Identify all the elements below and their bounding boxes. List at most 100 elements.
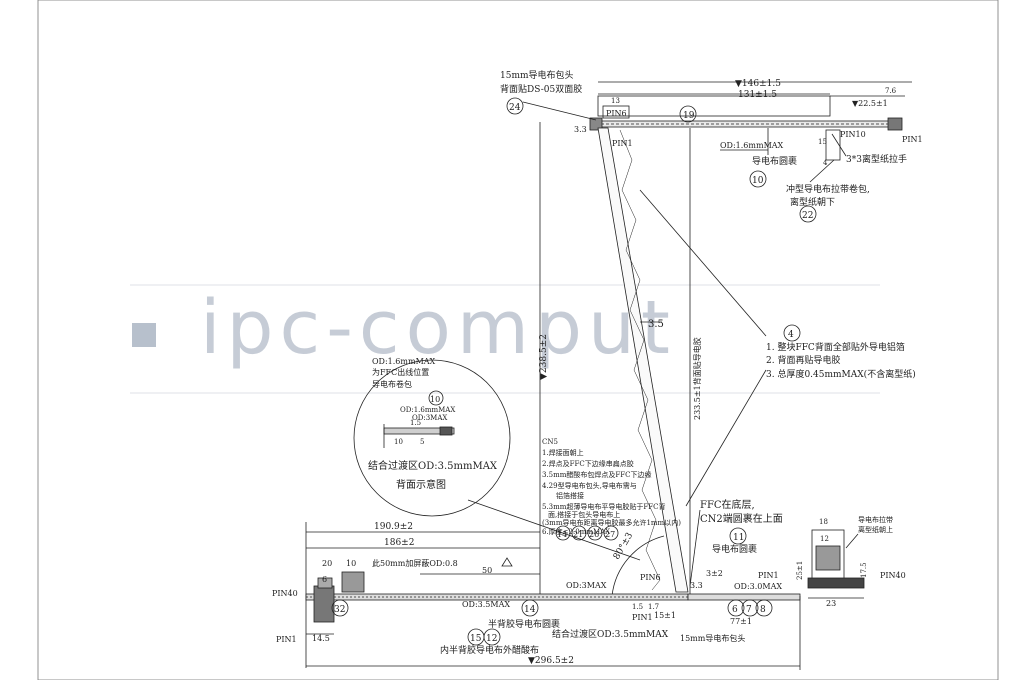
circle-19 — [679, 105, 697, 123]
cn-note-4: 4.29型导电布包头,导电布需与 — [542, 481, 637, 490]
cn-circle-27 — [603, 525, 619, 541]
head-label-line1: 15mm导电布包头 — [500, 69, 574, 81]
circle-32-label: 32 — [334, 605, 345, 615]
detail-dim-10: 10 — [394, 438, 403, 446]
cn-circle-14 — [555, 525, 571, 541]
dim-233-5: 233.5±1背面贴导电胶 — [692, 337, 702, 420]
dim-20: 20 — [322, 559, 332, 568]
detail-circle — [353, 359, 511, 517]
cn-circle-21-label: 21 — [573, 530, 583, 539]
dim-131: 131±1.5 — [738, 90, 777, 100]
detail-od3: OD:3MAX — [412, 414, 447, 422]
border-frame — [37, 0, 999, 680]
dim-296-5: ▼296.5±2 — [528, 656, 574, 666]
od-1-6-top: OD:1.6mmMAX — [720, 141, 784, 150]
right-connector-body — [815, 545, 841, 571]
od-3mm: OD:3.0MAX — [734, 582, 782, 591]
leader-note-4 — [639, 189, 767, 337]
left-connector-top — [317, 577, 333, 589]
cn-note-3: 3.5mm醋酸布包焊点及FFC下边缘 — [542, 470, 651, 479]
left-connector — [313, 585, 335, 623]
circle-14-bottom — [521, 599, 539, 617]
circle-10-top-label: 10 — [752, 176, 764, 186]
cn-circle-27-label: 27 — [605, 530, 615, 539]
transition-label: 结合过渡区OD:3.5mmMAX — [552, 628, 669, 640]
detail-wrap: 导电布卷包 — [372, 379, 412, 389]
dim-12: 12 — [820, 535, 829, 543]
slant-ffc-zigzag — [619, 129, 661, 591]
leader-ffc-layer — [689, 509, 701, 587]
od-3max-mid: OD:3MAX — [566, 581, 607, 590]
dim-1-5: 1.5 — [632, 603, 643, 611]
pin6-top: PIN6 — [606, 109, 627, 118]
watermark-text: ipc-comput — [200, 285, 676, 371]
circle-8-label: 8 — [760, 605, 766, 615]
cn-note-4b: 铝箔搭接 — [556, 491, 584, 500]
detail-dim-1-5: 1.5 — [410, 419, 421, 427]
dim-190-9: 190.9±2 — [374, 522, 413, 532]
dim-14-5: 14.5 — [312, 634, 330, 643]
note-line-1: 1. 整块FFC背面全部贴外导电铝箔 — [766, 341, 905, 353]
leader-note-4b — [685, 369, 767, 507]
cn-circle-14-label: 14 — [557, 530, 567, 539]
circle-15-label: 15 — [470, 634, 482, 644]
cn-circle-26-label: 26 — [589, 530, 599, 539]
circle-4-label: 4 — [788, 330, 794, 340]
detail-back: 背面示意图 — [396, 478, 446, 491]
pin1-left: PIN1 — [276, 635, 297, 644]
circle-8 — [755, 599, 773, 617]
cn-circle-26 — [587, 525, 603, 541]
detail-transition: 结合过渡区OD:3.5mmMAX — [368, 459, 498, 472]
dim-22-5: ▼22.5±1 — [852, 99, 888, 108]
cn-note-5c: (3mm导电布距离导电胶最多允许1mm以内) — [542, 518, 681, 527]
dim-3-5: 3.5 — [648, 319, 664, 330]
leader-pull-tab — [831, 133, 847, 157]
dim-3-2: 3±2 — [706, 569, 723, 578]
shield-note: 此50mm加屏蔽OD:0.8 — [372, 558, 458, 568]
top-left-connector — [589, 117, 603, 131]
cn-circle-21 — [571, 525, 587, 541]
dim-4-top: 4 — [823, 159, 828, 167]
circle-7 — [741, 599, 759, 617]
dim-3-3-left: 3.3 — [574, 125, 587, 134]
circle-6 — [727, 599, 745, 617]
inner-tape-label: 内半背胶导电布外醋酸布 — [440, 644, 539, 656]
detail-od: OD:1.6mmMAX — [372, 357, 436, 366]
dim-10: 10 — [346, 559, 356, 568]
ffc-layer-2: CN2端圆裹在上面 — [700, 512, 783, 525]
circle-19-label: 19 — [683, 111, 695, 121]
bottom-ffc-right-strip — [687, 593, 801, 601]
dim-186: 186±2 — [384, 538, 414, 548]
pin6-mid: PIN6 — [640, 573, 661, 582]
pin1-top: PIN1 — [612, 139, 633, 148]
cn-note-2: 2.焊点及FFC下边缘串扁点胶 — [542, 459, 634, 468]
circle-12 — [483, 628, 501, 646]
pin1-mid: PIN1 — [758, 571, 779, 580]
cn-note-5: 5.3mm超薄导电布平导电胶贴于FFC背 — [542, 502, 665, 511]
detail-dim-5: 5 — [420, 438, 424, 446]
dim-1-7: 1.7 — [648, 603, 659, 611]
dim-50: 50 — [482, 566, 492, 575]
dim-17-5: 17.5 — [860, 562, 868, 578]
dim-15-1: 15±1 — [654, 611, 676, 620]
leader-right-conn — [845, 533, 859, 549]
circle-10-top — [749, 170, 767, 188]
top-right-connector — [887, 117, 903, 131]
right-connector-base — [807, 577, 865, 589]
leader-detail — [467, 499, 641, 561]
pin40-right: PIN40 — [880, 571, 906, 580]
dim-25: 25±1 — [796, 561, 804, 580]
right-conn-note-1: 导电布拉带 — [858, 515, 893, 524]
circle-22 — [799, 205, 817, 223]
pin40-left: PIN40 — [272, 589, 298, 598]
punch-line1: 冲型导电布拉带卷包, — [786, 183, 870, 195]
dim-3-3b: 3.3 — [690, 581, 703, 590]
head-15-label: 15mm导电布包头 — [680, 633, 745, 643]
head-label-line2: 背面贴DS-05双面胶 — [500, 83, 582, 95]
pin1-bottom: PIN1 — [632, 613, 653, 622]
dim-6: 6 — [322, 575, 327, 584]
circle-12-label: 12 — [486, 634, 497, 644]
pin10-label: PIN10 — [840, 130, 866, 139]
pin6-box — [602, 105, 630, 119]
